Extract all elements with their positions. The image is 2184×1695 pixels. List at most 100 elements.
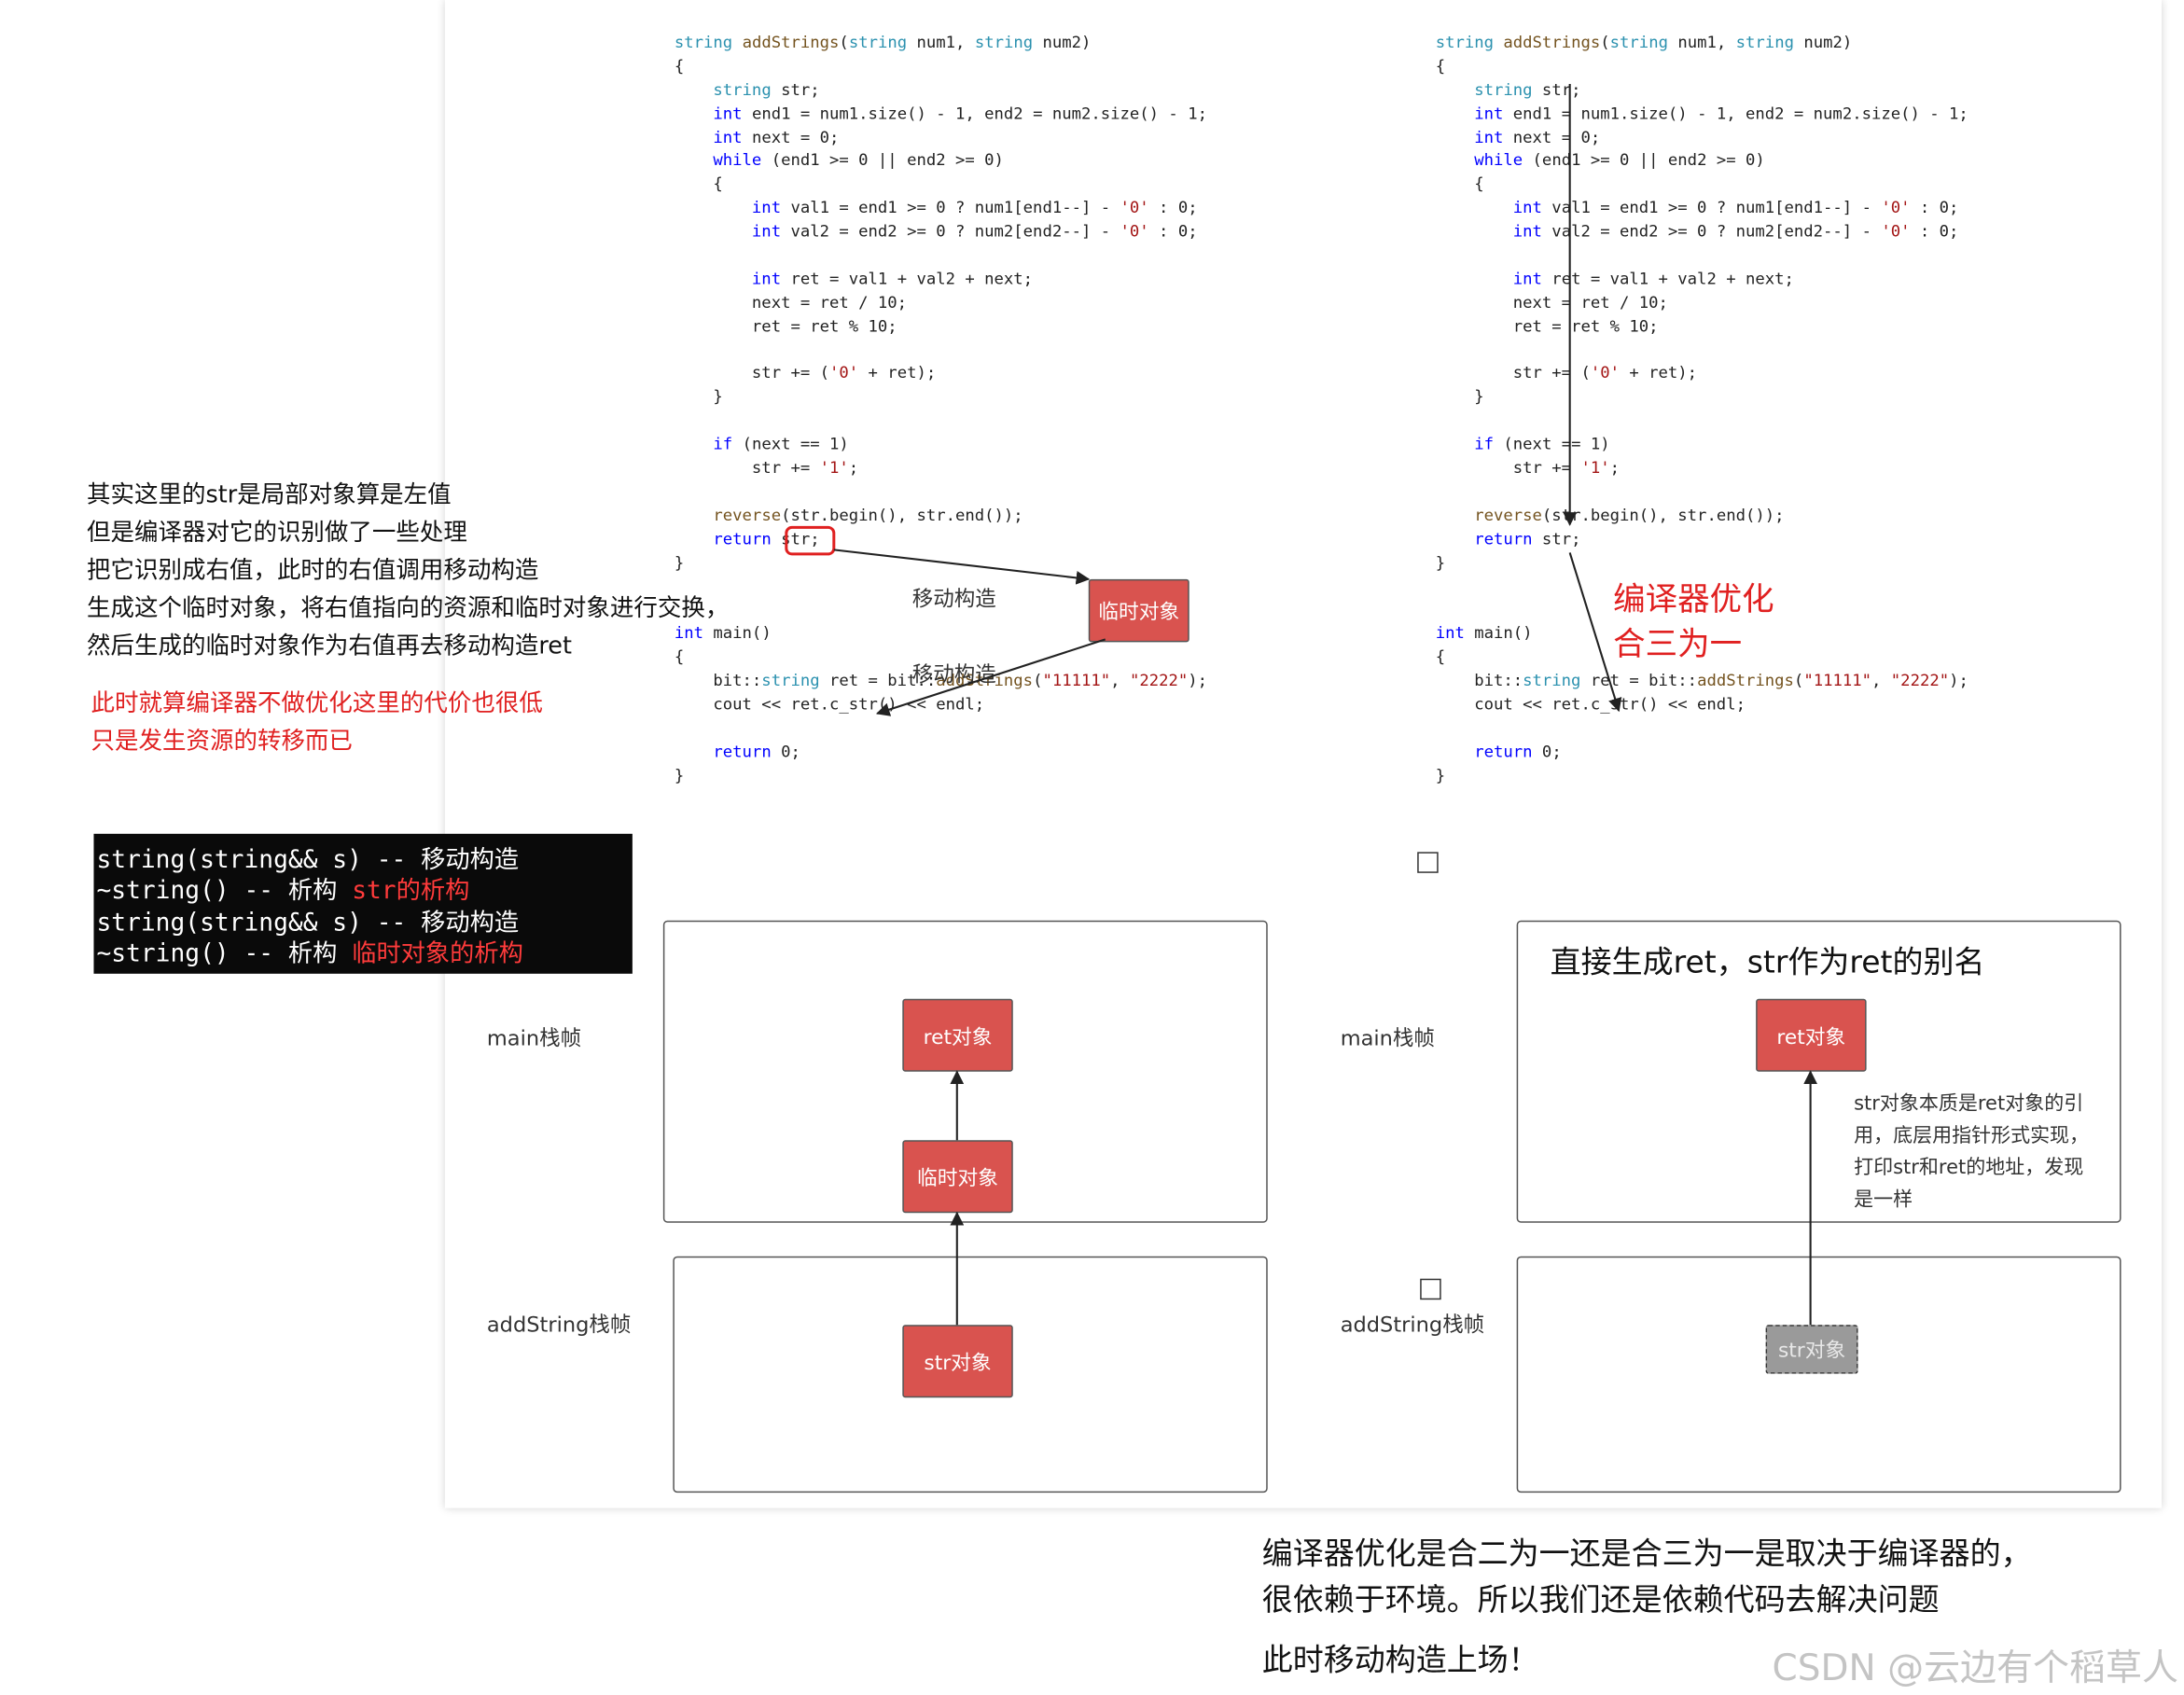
code-line: } <box>1435 764 1446 785</box>
code-listing-left: string addStrings(string num1, string nu… <box>675 31 1207 787</box>
code-line: next = ret / 10; <box>1435 292 1668 313</box>
red-note-line: 只是发生资源的转移而已 <box>90 727 353 756</box>
bottom-note-line: 编译器优化是合二为一还是合三为一是取决于编译器的， <box>1261 1537 2032 1573</box>
alias-note-line: 用，底层用指针形式实现， <box>1854 1124 2090 1147</box>
code-line: int val1 = end1 >= 0 ? num1[end1--] - '0… <box>751 197 1198 217</box>
code-line: cout << ret.c_str() << endl; <box>1435 693 1746 714</box>
note-line: 但是编译器对它的识别做了一些处理 <box>86 519 467 548</box>
code-line: int main() <box>1435 622 1533 643</box>
code-line: { <box>1435 174 1484 194</box>
code-line: str += '1'; <box>674 457 859 478</box>
code-line: int next = 0; <box>1474 126 1601 146</box>
code-line: string addStrings(string num1, string nu… <box>674 32 1092 52</box>
code-line: } <box>674 386 723 407</box>
note-line: 然后生成的临时对象作为右值再去移动构造ret <box>86 632 573 660</box>
main-frame-label: main栈帧 <box>1340 1025 1435 1051</box>
terminal-output: string(string&& s) -- 移动构造 ~string() -- … <box>93 833 633 974</box>
code-line: int end1 = num1.size() - 1, end2 = num2.… <box>713 103 1207 123</box>
code-line: { <box>1435 646 1446 667</box>
bottom-note-line: 很依赖于环境。所以我们还是依赖代码去解决问题 <box>1261 1583 1940 1619</box>
checkbox-icon[interactable] <box>1417 852 1439 873</box>
code-line: int main() <box>674 622 772 643</box>
str-object-node-alias: str对象 <box>1765 1325 1858 1374</box>
arrow-label-move-2: 移动构造 <box>911 661 996 688</box>
addstring-stack-frame-right <box>1516 1256 2121 1494</box>
terminal-code: string(string&& s) -- <box>96 909 422 938</box>
main-frame-label: main栈帧 <box>486 1025 582 1051</box>
code-listing-right: string addStrings(string num1, string nu… <box>1436 31 1968 787</box>
terminal-line: ~string() -- 析构 临时对象的析构 <box>96 938 522 969</box>
right-frame-title: 直接生成ret，str作为ret的别名 <box>1550 945 1985 981</box>
code-line: string str; <box>1474 79 1581 100</box>
code-line: bit::string ret = bit::addStrings("11111… <box>674 670 1208 690</box>
note-line: 其实这里的str是局部对象算是左值 <box>86 480 452 509</box>
code-line: } <box>674 764 685 785</box>
code-line: ret = ret % 10; <box>674 315 897 336</box>
terminal-annotation: 析构 <box>287 939 353 968</box>
alias-note-line: 打印str和ret的地址，发现 <box>1854 1157 2084 1180</box>
arrow-str-to-temp <box>833 549 1091 585</box>
terminal-red-annotation: str的析构 <box>352 877 470 906</box>
arrow-label-move-1: 移动构造 <box>911 586 996 612</box>
terminal-annotation: 移动构造 <box>421 846 520 875</box>
code-line: int ret = val1 + val2 + next; <box>1512 268 1794 288</box>
code-line: str += ('0' + ret); <box>1435 363 1698 383</box>
code-line: while (end1 >= 0 || end2 >= 0) <box>1474 150 1765 171</box>
code-line: { <box>674 55 685 76</box>
terminal-code: ~string() -- <box>96 939 288 968</box>
code-line: str += '1'; <box>1435 457 1621 478</box>
main-stack-frame-right <box>1516 920 2121 1223</box>
code-line: str += ('0' + ret); <box>674 363 937 383</box>
optimization-label: 合三为一 <box>1613 626 1743 663</box>
optimization-label: 编译器优化 <box>1613 581 1774 618</box>
code-line: { <box>674 174 723 194</box>
arrow-temp-to-ret <box>875 638 1106 716</box>
code-line: int val1 = end1 >= 0 ? num1[end1--] - '0… <box>1512 197 1959 217</box>
code-line: next = ret / 10; <box>674 292 908 313</box>
note-line: 生成这个临时对象，将右值指向的资源和临时对象进行交换， <box>86 594 730 623</box>
code-line: } <box>1435 386 1484 407</box>
ret-object-node: ret对象 <box>1756 998 1867 1072</box>
terminal-line: string(string&& s) -- 移动构造 <box>96 845 519 876</box>
watermark: CSDN @云边有个稻草人 <box>1772 1647 2179 1690</box>
str-object-node: str对象 <box>902 1325 1013 1398</box>
code-line: return 0; <box>713 741 800 761</box>
terminal-line: string(string&& s) -- 移动构造 <box>96 908 519 938</box>
code-line: { <box>674 646 685 667</box>
alias-note-line: 是一样 <box>1854 1188 1913 1212</box>
code-line: if (next == 1) <box>713 434 849 454</box>
return-str-highlight <box>785 525 836 556</box>
code-line: return str; <box>1474 528 1581 549</box>
code-line: return 0; <box>1474 741 1562 761</box>
code-line: string addStrings(string num1, string nu… <box>1435 32 1853 52</box>
terminal-line: ~string() -- 析构 str的析构 <box>96 876 469 907</box>
alias-note-line: str对象本质是ret对象的引 <box>1854 1092 2084 1116</box>
code-line: } <box>1435 551 1446 572</box>
temp-object-node: 临时对象 <box>902 1140 1013 1214</box>
code-line: reverse(str.begin(), str.end()); <box>1474 505 1785 525</box>
code-line: int val2 = end2 >= 0 ? num2[end2--] - '0… <box>1512 221 1959 242</box>
terminal-annotation: 析构 <box>287 877 353 906</box>
terminal-code: string(string&& s) -- <box>96 846 422 875</box>
code-line: { <box>1435 55 1446 76</box>
code-line: while (end1 >= 0 || end2 >= 0) <box>713 150 1004 171</box>
code-line: if (next == 1) <box>1474 434 1610 454</box>
code-line: ret = ret % 10; <box>1435 315 1659 336</box>
terminal-red-annotation: 临时对象的析构 <box>352 939 523 968</box>
checkbox-icon[interactable] <box>1420 1278 1441 1300</box>
note-line: 把它识别成右值，此时的右值调用移动构造 <box>86 556 539 585</box>
code-line: int ret = val1 + val2 + next; <box>751 268 1034 288</box>
ret-object-node: ret对象 <box>902 998 1013 1072</box>
code-line: return str; <box>713 528 820 549</box>
code-line: reverse(str.begin(), str.end()); <box>713 505 1023 525</box>
temp-object-box: 临时对象 <box>1088 578 1189 643</box>
code-line: bit::string ret = bit::addStrings("11111… <box>1435 670 1968 690</box>
terminal-code: ~string() -- <box>96 877 288 906</box>
addstring-frame-label: addString栈帧 <box>1340 1312 1485 1338</box>
code-line: int val2 = end2 >= 0 ? num2[end2--] - '0… <box>751 221 1198 242</box>
arrow-return-to-ret <box>1568 552 1622 713</box>
code-line: } <box>674 551 685 572</box>
red-note-line: 此时就算编译器不做优化这里的代价也很低 <box>90 689 543 718</box>
